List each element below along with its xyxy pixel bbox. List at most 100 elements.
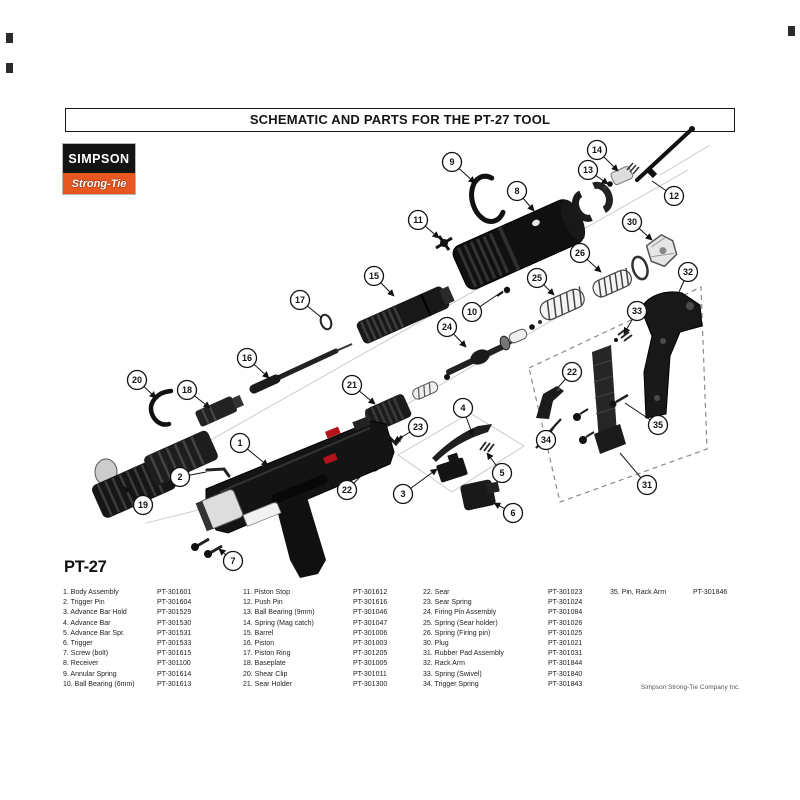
callout-9 — [441, 151, 463, 173]
svg-text:13: 13 — [583, 165, 593, 175]
svg-text:25: 25 — [532, 273, 542, 283]
detail-box-parts — [535, 291, 703, 454]
barrel — [356, 286, 455, 344]
logo-strongtie: Strong-Tie — [63, 173, 135, 194]
parts-list-row: 13. Ball Bearing (9mm)PT-301046 — [243, 609, 388, 617]
svg-text:19: 19 — [138, 500, 148, 510]
svg-text:1: 1 — [237, 438, 242, 448]
svg-text:23: 23 — [413, 422, 423, 432]
callout-34 — [535, 429, 557, 451]
callout-16 — [236, 347, 258, 369]
callout-21 — [341, 374, 363, 396]
sear — [536, 386, 564, 419]
piston — [249, 343, 353, 394]
svg-text:34: 34 — [541, 435, 551, 445]
svg-text:14: 14 — [592, 145, 602, 155]
callout-7 — [222, 550, 244, 572]
svg-text:8: 8 — [514, 186, 519, 196]
split-collar — [571, 181, 613, 222]
callout-22 — [336, 479, 358, 501]
callout-10 — [461, 301, 483, 323]
callout-35 — [647, 414, 669, 436]
advance-bar-hold — [436, 452, 468, 483]
svg-text:2: 2 — [177, 472, 182, 482]
parts-list-row: 25. Spring (Sear holder)PT-301026 — [423, 619, 583, 627]
svg-text:32: 32 — [683, 267, 693, 277]
svg-text:15: 15 — [369, 271, 379, 281]
rubber-pad-assembly — [592, 345, 617, 441]
callout-17 — [289, 289, 311, 311]
ball-bearing-6mm — [496, 286, 511, 297]
shear-clip — [148, 388, 174, 427]
svg-text:6: 6 — [510, 508, 515, 518]
callout-25 — [526, 267, 548, 289]
callout-8 — [506, 180, 528, 202]
svg-text:10: 10 — [467, 307, 477, 317]
page-title: SCHEMATIC AND PARTS FOR THE PT-27 TOOL — [65, 108, 735, 132]
plug — [645, 233, 678, 268]
svg-text:26: 26 — [575, 248, 585, 258]
callout-23 — [407, 416, 429, 438]
svg-text:33: 33 — [632, 306, 642, 316]
svg-text:20: 20 — [132, 375, 142, 385]
piston-ring — [319, 313, 333, 331]
callout-24 — [436, 316, 458, 338]
logo-simpson: SIMPSON — [63, 144, 135, 173]
callout-5 — [491, 462, 513, 484]
callout-20 — [126, 369, 148, 391]
annular-spring — [469, 173, 506, 224]
company-note: Simpson Strong-Tie Company Inc. — [640, 684, 740, 691]
simpson-strongtie-logo: SIMPSON Strong-Tie — [62, 143, 136, 195]
callout-31 — [636, 474, 658, 496]
svg-text:18: 18 — [182, 385, 192, 395]
callout-3 — [392, 483, 414, 505]
firing-pin-assembly — [446, 320, 542, 375]
callout-1 — [229, 432, 251, 454]
receiver — [452, 199, 586, 290]
o-ring — [631, 255, 649, 281]
parts-list-row: 14. Spring (Mag catch)PT-301047 — [243, 619, 388, 627]
svg-text:35: 35 — [653, 420, 663, 430]
callout-32 — [677, 261, 699, 283]
spring-sear-holder — [539, 286, 585, 321]
callout-19 — [132, 494, 154, 516]
spring-firing-pin — [592, 267, 632, 298]
scan-marks — [6, 26, 795, 73]
mag-catch-parts — [603, 162, 640, 190]
callout-4 — [452, 397, 474, 419]
callout-6 — [502, 502, 524, 524]
svg-text:24: 24 — [442, 322, 452, 332]
callout-26 — [569, 242, 591, 264]
trigger-pin — [205, 467, 231, 478]
small-spring — [412, 374, 450, 400]
rack-arm-pin — [609, 393, 629, 408]
callout-18 — [176, 379, 198, 401]
svg-text:17: 17 — [295, 295, 305, 305]
body-assembly — [195, 416, 395, 578]
callout-12 — [663, 185, 685, 207]
